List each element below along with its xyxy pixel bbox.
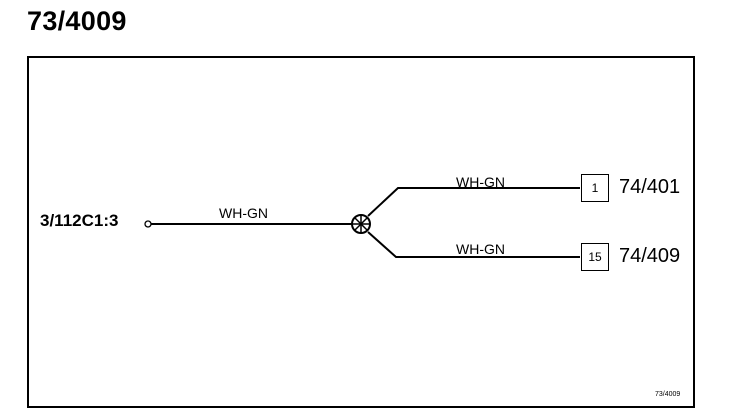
wire-color-label-lower: WH-GN: [456, 241, 505, 257]
pin-box-upper: 1: [581, 174, 609, 202]
wire-color-label-upper: WH-GN: [456, 174, 505, 190]
wire-color-label-main: WH-GN: [219, 205, 268, 221]
diagram-frame: [27, 56, 695, 408]
branch-wire-lower: [367, 231, 580, 258]
source-connector-label: 3/112C1:3: [40, 211, 119, 230]
destination-label-upper: 74/401: [619, 176, 681, 198]
diagram-reference-number: 73/4009: [655, 391, 681, 398]
pin-box-lower: 15: [581, 243, 609, 271]
diagram-title: 73/4009: [27, 6, 127, 36]
splice-icon: [351, 214, 371, 234]
branch-wire-upper: [367, 187, 580, 217]
destination-label-lower: 74/409: [619, 245, 681, 267]
source-terminal-icon: [144, 220, 152, 228]
